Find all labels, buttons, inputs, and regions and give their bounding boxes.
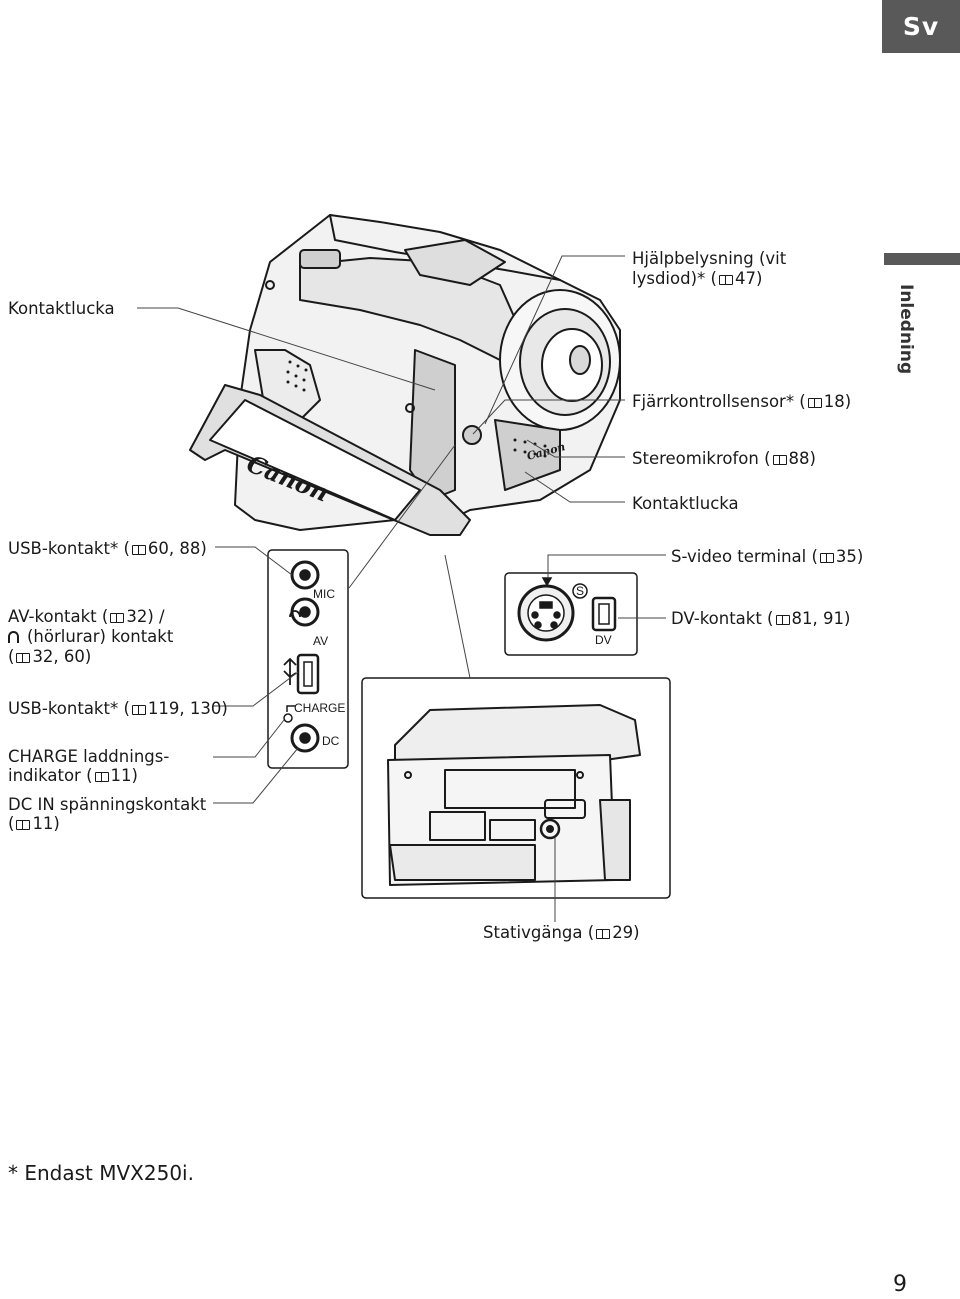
section-bar (884, 253, 960, 265)
book-icon (110, 613, 125, 623)
jack-label-mic: MIC (313, 587, 335, 601)
footnote: * Endast MVX250i. (8, 1161, 194, 1185)
camcorder-bottom-view (387, 704, 641, 886)
label-hjalpbelysning-2: lysdiod)* (47) (632, 269, 763, 288)
label-dcin-1: DC IN spänningskontakt (8, 795, 207, 814)
book-icon (596, 929, 611, 939)
label-av-1: AV-kontakt (32) / (8, 607, 165, 626)
label-stativ: Stativgänga (29) (483, 923, 640, 942)
jack-label-dc: DC (322, 734, 340, 748)
label-charge-1: CHARGE laddnings- (8, 747, 170, 766)
camcorder-front-view (189, 214, 621, 536)
usb-symbol-icon (283, 657, 297, 685)
label-usb-1: USB-kontakt* (60, 88) (8, 539, 207, 558)
label-kontaktlucka-right: Kontaktlucka (632, 494, 739, 513)
jack-label-charge: CHARGE (294, 701, 345, 715)
book-icon (819, 553, 834, 563)
label-av-3: (32, 60) (8, 647, 92, 666)
book-icon (718, 275, 733, 285)
language-tab-label: Sv (902, 12, 940, 41)
book-icon (16, 820, 31, 830)
label-usb-2: USB-kontakt* (119, 130) (8, 699, 228, 718)
label-dv: DV-kontakt (81, 91) (671, 609, 851, 628)
label-dcin-2: (11) (8, 814, 60, 833)
book-icon (807, 398, 822, 408)
book-icon (772, 455, 787, 465)
headphone-icon (8, 631, 19, 643)
label-av-2: (hörlurar) kontakt (8, 626, 173, 647)
mic-grille-dots (286, 360, 547, 458)
page-number: 9 (893, 1272, 907, 1297)
label-hjalpbelysning-1: Hjälpbelysning (vit (632, 249, 787, 268)
book-icon (775, 615, 790, 625)
bottom-view-frame (361, 677, 671, 899)
book-icon (131, 545, 146, 555)
book-icon (94, 772, 109, 782)
label-kontaktlucka-left: Kontaktlucka (8, 299, 115, 318)
label-svideo: S-video terminal (35) (671, 547, 864, 566)
label-charge-2: indikator (11) (8, 766, 138, 785)
jack-label-av: AV (313, 634, 328, 648)
label-fjarrkontroll: Fjärrkontrollsensor* (18) (632, 392, 852, 411)
headphone-icon (289, 610, 301, 618)
leader-lines (137, 255, 666, 922)
jack-label-dv: DV (595, 633, 612, 647)
jack-panel-right (504, 572, 638, 656)
language-tab: Sv (882, 0, 960, 53)
book-icon (16, 653, 31, 663)
jack-label-s: S (576, 584, 584, 598)
label-stereomikrofon: Stereomikrofon (88) (632, 449, 816, 468)
book-icon (131, 705, 146, 715)
